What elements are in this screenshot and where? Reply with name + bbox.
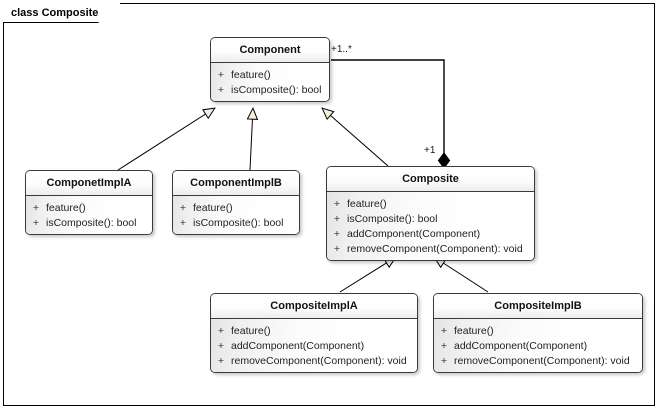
member-signature: feature() bbox=[46, 201, 86, 214]
visibility-marker: + bbox=[32, 201, 40, 214]
frame-label: class Composite bbox=[3, 3, 121, 22]
class-members-composite: + feature() + isComposite(): bool + addC… bbox=[327, 192, 534, 260]
member-signature: feature() bbox=[347, 197, 387, 210]
visibility-marker: + bbox=[440, 339, 448, 352]
multiplicity-composite-end: +1 bbox=[424, 145, 436, 156]
member-signature: isComposite(): bool bbox=[347, 212, 438, 225]
visibility-marker: + bbox=[333, 197, 341, 210]
class-members-compositeimpla: + feature() + addComponent(Component) + … bbox=[211, 319, 417, 372]
visibility-marker: + bbox=[179, 216, 187, 229]
class-member-row: + removeComponent(Component): void bbox=[434, 353, 642, 368]
class-member-row: + feature() bbox=[327, 196, 534, 211]
class-name-composite: Composite bbox=[327, 167, 534, 192]
member-signature: feature() bbox=[193, 201, 233, 214]
member-signature: addComponent(Component) bbox=[231, 339, 365, 352]
class-name-compositeimplb: CompositeImplB bbox=[434, 294, 642, 319]
multiplicity-component-end: +1..* bbox=[331, 44, 352, 55]
class-member-row: + feature() bbox=[211, 67, 329, 82]
class-box-compositeimpla[interactable]: CompositeImplA + feature() + addComponen… bbox=[210, 293, 418, 373]
member-signature: addComponent(Component) bbox=[454, 339, 588, 352]
class-members-component: + feature() + isComposite(): bool bbox=[211, 63, 329, 101]
class-member-row: + addComponent(Component) bbox=[211, 338, 417, 353]
class-box-component[interactable]: Component + feature() + isComposite(): b… bbox=[210, 37, 330, 102]
class-member-row: + feature() bbox=[211, 323, 417, 338]
class-box-composite[interactable]: Composite + feature() + isComposite(): b… bbox=[326, 166, 535, 261]
class-member-row: + removeComponent(Component): void bbox=[211, 353, 417, 368]
class-members-compositeimplb: + feature() + addComponent(Component) + … bbox=[434, 319, 642, 372]
class-box-componentimplb[interactable]: ComponentImplB + feature() + isComposite… bbox=[172, 170, 300, 235]
class-name-componentimplb: ComponentImplB bbox=[173, 171, 299, 196]
class-member-row: + removeComponent(Component): void bbox=[327, 241, 534, 256]
visibility-marker: + bbox=[333, 227, 341, 240]
visibility-marker: + bbox=[440, 354, 448, 367]
member-signature: isComposite(): bool bbox=[46, 216, 137, 229]
class-member-row: + isComposite(): bool bbox=[327, 211, 534, 226]
visibility-marker: + bbox=[217, 339, 225, 352]
member-signature: removeComponent(Component): void bbox=[347, 242, 523, 255]
visibility-marker: + bbox=[217, 324, 225, 337]
class-member-row: + addComponent(Component) bbox=[327, 226, 534, 241]
class-name-compositeimpla: CompositeImplA bbox=[211, 294, 417, 319]
visibility-marker: + bbox=[333, 212, 341, 225]
class-member-row: + feature() bbox=[434, 323, 642, 338]
class-member-row: + feature() bbox=[173, 200, 299, 215]
visibility-marker: + bbox=[179, 201, 187, 214]
class-box-compositeimplb[interactable]: CompositeImplB + feature() + addComponen… bbox=[433, 293, 643, 373]
member-signature: feature() bbox=[231, 324, 271, 337]
visibility-marker: + bbox=[217, 354, 225, 367]
member-signature: removeComponent(Component): void bbox=[231, 354, 407, 367]
class-member-row: + isComposite(): bool bbox=[26, 215, 152, 230]
member-signature: addComponent(Component) bbox=[347, 227, 481, 240]
visibility-marker: + bbox=[32, 216, 40, 229]
class-member-row: + feature() bbox=[26, 200, 152, 215]
class-name-component: Component bbox=[211, 38, 329, 63]
member-signature: removeComponent(Component): void bbox=[454, 354, 630, 367]
member-signature: isComposite(): bool bbox=[231, 83, 322, 96]
member-signature: isComposite(): bool bbox=[193, 216, 284, 229]
class-members-componetimpla: + feature() + isComposite(): bool bbox=[26, 196, 152, 234]
class-members-componentimplb: + feature() + isComposite(): bool bbox=[173, 196, 299, 234]
member-signature: feature() bbox=[454, 324, 494, 337]
class-box-componetimpla[interactable]: ComponetImplA + feature() + isComposite(… bbox=[25, 170, 153, 235]
class-member-row: + addComponent(Component) bbox=[434, 338, 642, 353]
visibility-marker: + bbox=[217, 68, 225, 81]
class-member-row: + isComposite(): bool bbox=[173, 215, 299, 230]
visibility-marker: + bbox=[440, 324, 448, 337]
class-member-row: + isComposite(): bool bbox=[211, 82, 329, 97]
visibility-marker: + bbox=[217, 83, 225, 96]
class-name-componetimpla: ComponetImplA bbox=[26, 171, 152, 196]
visibility-marker: + bbox=[333, 242, 341, 255]
member-signature: feature() bbox=[231, 68, 271, 81]
